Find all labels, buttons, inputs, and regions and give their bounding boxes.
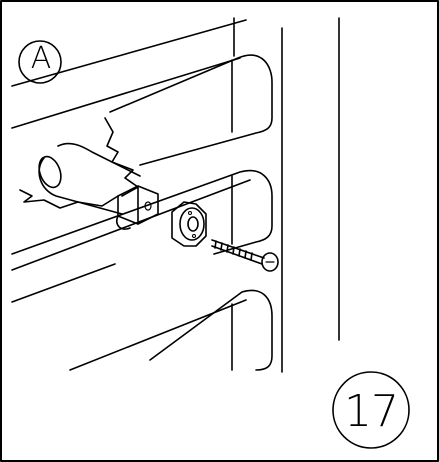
callout-label: A	[30, 41, 52, 76]
door-hinge-plate	[171, 201, 207, 247]
drawer-slide-rail-middle	[11, 169, 273, 255]
callout-circle-a	[18, 40, 62, 84]
cabinet-frame	[233, 17, 340, 373]
screw	[211, 239, 279, 272]
drawer-slide-rail-bottom	[149, 289, 273, 371]
mounting-bracket	[115, 185, 159, 230]
handle-bar	[38, 142, 141, 215]
drawer-slide-rail-top	[109, 54, 273, 166]
step-number: 17	[344, 386, 399, 437]
step-circle	[332, 371, 410, 449]
